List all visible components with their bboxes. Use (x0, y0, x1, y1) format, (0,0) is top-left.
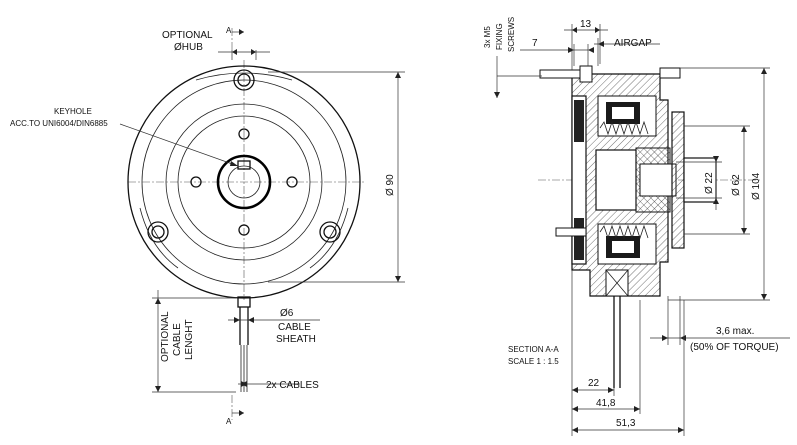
dim-51-3: 51,3 (616, 418, 636, 429)
screw-head-top (579, 65, 593, 83)
dim-13: 13 (580, 19, 592, 30)
hub-outer-circle (216, 154, 272, 210)
keyhole-label-line1: KEYHOLE (54, 107, 92, 116)
fixing-screws-line2: FIXING (495, 23, 504, 50)
right-hub-shoulder (683, 157, 717, 203)
fixing-screw-bottom (555, 227, 587, 237)
cable-length-line3: LENGHT (184, 319, 195, 360)
two-cables-label: 2x CABLES (266, 380, 319, 391)
cable-sheath-line1: CABLE (278, 322, 311, 333)
cable-length-line2: CABLE (172, 323, 183, 356)
front-view: A A OPTIONAL ØHUB KEYHOLE ACC.TO UNI6004… (10, 26, 405, 426)
dim-41-8: 41,8 (596, 398, 616, 409)
cable-sheath-diameter: Ø6 (280, 308, 294, 319)
scale-label: SCALE 1 : 1.5 (508, 357, 559, 366)
dim-22: 22 (588, 378, 600, 389)
friction-lining-bottom (574, 218, 584, 260)
keyhole-leader (119, 123, 239, 167)
fixing-screws-line3: SCREWS (507, 17, 516, 52)
screw-hole-left (190, 176, 202, 188)
lug-hole-right (319, 221, 341, 243)
keyhole-slot (237, 160, 251, 170)
lower-spring (599, 224, 649, 240)
keyhole-label-line2: ACC.TO UNI6004/DIN6885 (10, 119, 108, 128)
plate-circle-mid (177, 115, 311, 249)
cable-exit (237, 296, 251, 308)
screw-right-top (659, 67, 681, 79)
section-view: 3x M5 FIXING SCREWS 13 7 AIRGAP Ø 22 (483, 17, 790, 436)
diameter-22-label: Ø 22 (704, 172, 715, 194)
right-flange (671, 111, 685, 249)
flange-lug-arcs (139, 72, 349, 269)
airgap-label: AIRGAP (614, 38, 652, 49)
dim-7: 7 (532, 38, 538, 49)
cable-length-line1: OPTIONAL (160, 311, 171, 362)
section-mark-bottom: A (226, 417, 232, 426)
screw-hole-bottom (238, 224, 250, 236)
hub-bore-circle (227, 165, 261, 199)
optional-hub-line1: OPTIONAL (162, 30, 213, 41)
diameter-62-label: Ø 62 (731, 174, 742, 196)
lug-hole-top (233, 69, 255, 91)
section-mark-top: A (226, 26, 232, 35)
outer-flange-inner-circle (141, 79, 347, 285)
outer-flange-circle (127, 65, 361, 299)
diameter-104-label: Ø 104 (751, 172, 762, 200)
upper-spring (599, 120, 649, 136)
shaft-bore (639, 163, 677, 197)
cable-cross (605, 269, 629, 297)
section-label: SECTION A-A (508, 345, 559, 354)
fixing-screws-line1: 3x M5 (483, 26, 492, 48)
optional-hub-line2: ØHUB (174, 42, 203, 53)
plate-circle-outer (165, 103, 323, 261)
screw-hole-right (286, 176, 298, 188)
torque-note: (50% OF TORQUE) (690, 342, 779, 353)
friction-lining-top (574, 100, 584, 142)
cable-sheath-line2: SHEATH (276, 334, 316, 345)
lug-hole-left (147, 221, 169, 243)
diameter-90-label: Ø 90 (385, 174, 396, 196)
screw-hole-top (238, 128, 250, 140)
max-gap-label: 3,6 max. (716, 326, 754, 337)
central-hub (595, 149, 637, 211)
